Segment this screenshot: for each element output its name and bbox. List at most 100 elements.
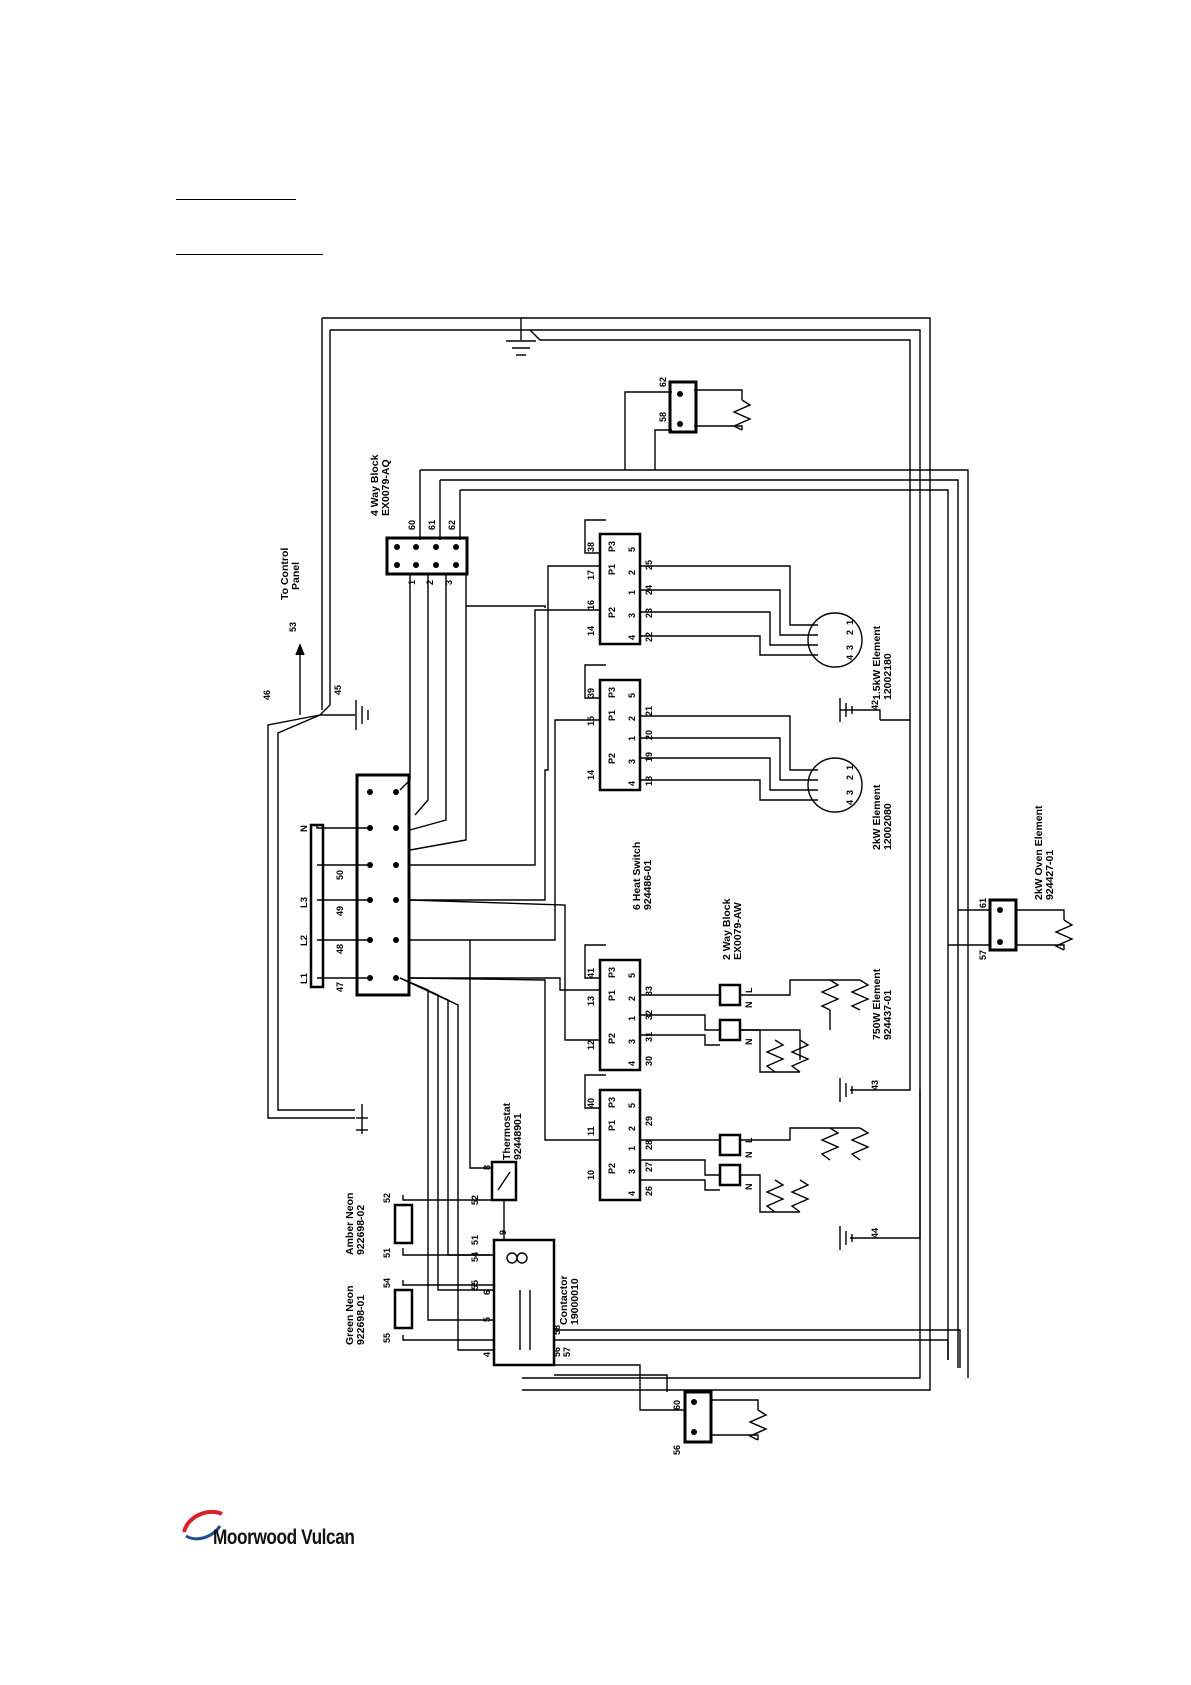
svg-text:58: 58 bbox=[552, 1325, 562, 1335]
svg-text:27: 27 bbox=[644, 1162, 654, 1172]
label-1-5kw-element: 1.5kW Element 12002180 bbox=[871, 625, 894, 700]
svg-text:N: N bbox=[744, 1184, 754, 1191]
brand-name: Moorwood Vulcan bbox=[213, 1526, 355, 1549]
wire-number-labels: 53 45 46 42 43 44 58 62 61 57 60 56 52 5… bbox=[262, 377, 988, 1455]
svg-text:11: 11 bbox=[586, 1126, 596, 1136]
svg-text:924486-01: 924486-01 bbox=[642, 860, 654, 910]
label-green-neon: Green Neon 922698-01 bbox=[344, 1285, 367, 1345]
svg-text:60: 60 bbox=[672, 1400, 682, 1410]
svg-text:1: 1 bbox=[627, 1016, 637, 1021]
svg-text:12002080: 12002080 bbox=[882, 803, 894, 850]
svg-text:57: 57 bbox=[562, 1347, 572, 1357]
svg-text:32: 32 bbox=[644, 1010, 654, 1020]
svg-text:4: 4 bbox=[482, 1352, 492, 1357]
svg-text:54: 54 bbox=[382, 1278, 392, 1288]
svg-text:P1: P1 bbox=[607, 990, 617, 1001]
svg-text:P3: P3 bbox=[607, 541, 617, 552]
svg-text:41: 41 bbox=[586, 968, 596, 978]
svg-text:30: 30 bbox=[644, 1056, 654, 1066]
svg-text:4: 4 bbox=[627, 1191, 637, 1196]
svg-text:4: 4 bbox=[627, 635, 637, 640]
svg-text:EX0079-AW: EX0079-AW bbox=[732, 902, 744, 960]
svg-text:2: 2 bbox=[845, 630, 855, 635]
label-oven-element: 2kW Oven Element 924427-01 bbox=[1033, 805, 1056, 900]
svg-text:EX0079-AQ: EX0079-AQ bbox=[380, 459, 392, 516]
element-1-5kw-pins: 4 3 2 1 bbox=[845, 620, 855, 660]
svg-text:52: 52 bbox=[382, 1193, 392, 1203]
svg-text:55: 55 bbox=[470, 1280, 480, 1290]
svg-text:44: 44 bbox=[870, 1228, 880, 1238]
svg-text:62: 62 bbox=[658, 377, 668, 387]
svg-text:1: 1 bbox=[627, 1146, 637, 1151]
svg-text:4: 4 bbox=[845, 800, 855, 805]
svg-text:23: 23 bbox=[644, 608, 654, 618]
svg-text:2: 2 bbox=[845, 775, 855, 780]
svg-text:6: 6 bbox=[482, 1290, 492, 1295]
svg-text:9: 9 bbox=[498, 1230, 508, 1235]
svg-text:2: 2 bbox=[627, 570, 637, 575]
two-way-block-pins: L N N L N N bbox=[744, 987, 754, 1190]
svg-text:P2: P2 bbox=[607, 753, 617, 764]
svg-text:25: 25 bbox=[644, 560, 654, 570]
svg-text:750W Element: 750W Element bbox=[871, 968, 883, 1040]
svg-text:924427-01: 924427-01 bbox=[1044, 850, 1056, 900]
svg-text:22: 22 bbox=[644, 632, 654, 642]
svg-text:19000010: 19000010 bbox=[569, 1278, 581, 1325]
svg-text:Contactor: Contactor bbox=[558, 1275, 570, 1325]
svg-text:19: 19 bbox=[644, 752, 654, 762]
svg-text:56: 56 bbox=[672, 1445, 682, 1455]
svg-text:3: 3 bbox=[845, 790, 855, 795]
svg-text:P1: P1 bbox=[607, 564, 617, 575]
svg-text:2: 2 bbox=[425, 580, 435, 585]
switch-c-pins: P3 5 P1 2 1 P2 3 4 41 13 12 33 32 31 30 bbox=[586, 967, 654, 1066]
svg-text:P2: P2 bbox=[607, 1033, 617, 1044]
svg-text:51: 51 bbox=[382, 1248, 392, 1258]
element-2kw-pins: 4 3 2 1 bbox=[845, 765, 855, 805]
svg-text:3: 3 bbox=[845, 645, 855, 650]
svg-text:17: 17 bbox=[586, 570, 596, 580]
svg-text:L2: L2 bbox=[299, 935, 310, 946]
svg-text:2: 2 bbox=[627, 1126, 637, 1131]
svg-text:31: 31 bbox=[644, 1032, 654, 1042]
svg-text:47: 47 bbox=[335, 982, 345, 992]
label-two-way-block: 2 Way Block EX0079-AW bbox=[721, 898, 744, 960]
svg-text:3: 3 bbox=[627, 1169, 637, 1174]
svg-text:52: 52 bbox=[470, 1195, 480, 1205]
moorwood-vulcan-logo-icon bbox=[182, 1509, 223, 1541]
switch-b-pins: P3 5 P1 2 1 P2 3 4 39 15 14 21 20 19 18 bbox=[586, 687, 654, 786]
svg-text:Green Neon: Green Neon bbox=[344, 1285, 356, 1345]
svg-text:3: 3 bbox=[627, 1039, 637, 1044]
header-underline-1 bbox=[176, 199, 296, 200]
svg-text:5: 5 bbox=[627, 973, 637, 978]
svg-text:2kW Element: 2kW Element bbox=[871, 784, 883, 850]
svg-text:1: 1 bbox=[627, 736, 637, 741]
svg-text:40: 40 bbox=[586, 1098, 596, 1108]
svg-text:14: 14 bbox=[586, 770, 596, 780]
svg-text:18: 18 bbox=[644, 776, 654, 786]
svg-text:2 Way Block: 2 Way Block bbox=[721, 898, 733, 960]
svg-text:20: 20 bbox=[644, 730, 654, 740]
svg-text:L: L bbox=[744, 1137, 754, 1143]
svg-text:54: 54 bbox=[470, 1252, 480, 1262]
svg-text:N: N bbox=[299, 825, 310, 832]
svg-text:L3: L3 bbox=[299, 897, 310, 908]
svg-text:Thermostat: Thermostat bbox=[501, 1102, 513, 1160]
svg-text:P2: P2 bbox=[607, 607, 617, 618]
svg-text:38: 38 bbox=[586, 542, 596, 552]
svg-text:922698-02: 922698-02 bbox=[355, 1205, 367, 1255]
svg-text:46: 46 bbox=[262, 690, 272, 700]
svg-text:4: 4 bbox=[627, 781, 637, 786]
svg-text:53: 53 bbox=[288, 622, 298, 632]
svg-text:N: N bbox=[744, 1152, 754, 1159]
svg-text:1: 1 bbox=[407, 580, 417, 585]
svg-text:P1: P1 bbox=[607, 1120, 617, 1131]
label-to-control-panel: To Control Panel bbox=[279, 548, 302, 600]
label-four-way-block: 4 Way Block EX0079-AQ bbox=[369, 454, 392, 516]
svg-text:61: 61 bbox=[978, 898, 988, 908]
svg-text:3: 3 bbox=[627, 759, 637, 764]
svg-text:13: 13 bbox=[586, 996, 596, 1006]
svg-text:29: 29 bbox=[644, 1116, 654, 1126]
svg-text:5: 5 bbox=[482, 1317, 492, 1322]
header-underline-2 bbox=[176, 254, 323, 255]
